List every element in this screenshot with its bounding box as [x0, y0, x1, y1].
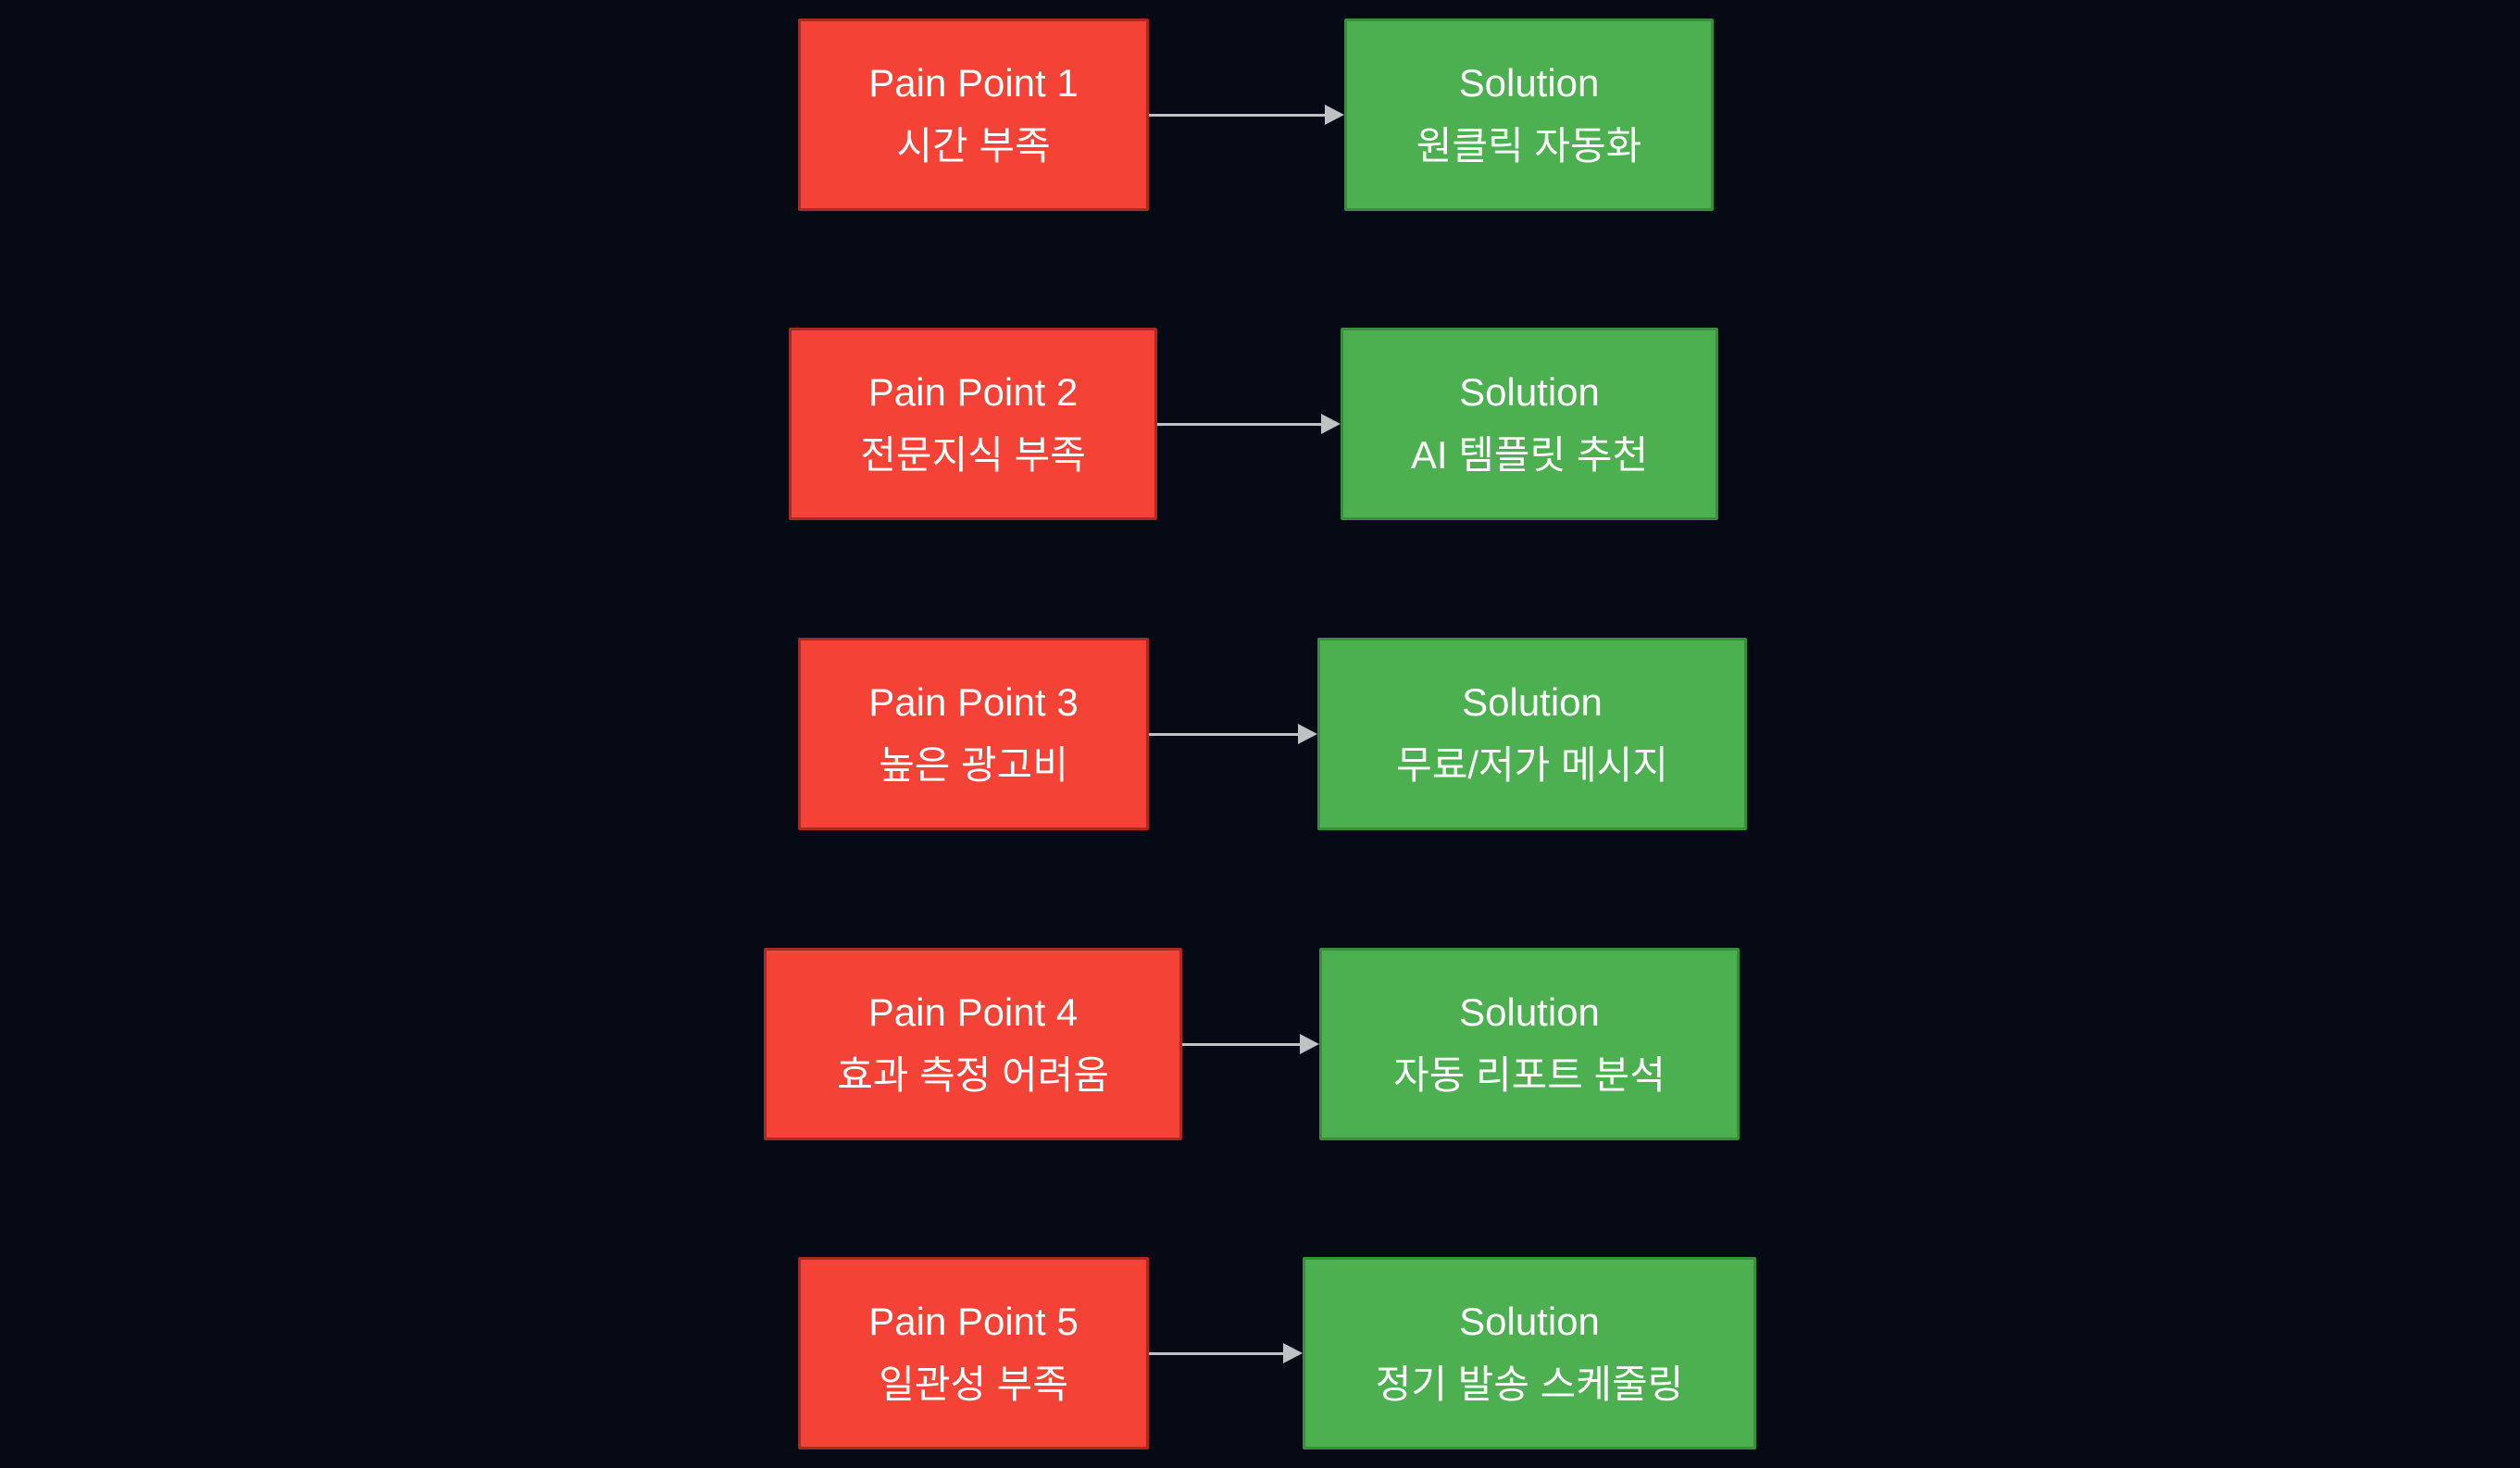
- arrow-shaft: [1157, 422, 1322, 426]
- solution-5-title: Solution: [1459, 1299, 1600, 1343]
- solution-2-node: Solution AI 템플릿 추천: [1341, 328, 1718, 520]
- pain-point-4-title: Pain Point 4: [867, 989, 1079, 1034]
- arrow-head: [1283, 1343, 1303, 1363]
- pain-point-5-title: Pain Point 5: [868, 1299, 1079, 1343]
- solution-5-text: 정기 발송 스케줄링: [1375, 1362, 1684, 1406]
- arrow-shaft: [1182, 1042, 1301, 1046]
- pain-point-5-node: Pain Point 5 일관성 부족: [798, 1257, 1149, 1449]
- pain-point-4-node: Pain Point 4 효과 측정 어려움: [764, 948, 1182, 1140]
- solution-4-node: Solution 자동 리포트 분석: [1319, 948, 1740, 1140]
- solution-1-title: Solution: [1458, 60, 1600, 105]
- pain-point-3-text: 높은 광고비: [879, 743, 1068, 787]
- solution-1-node: Solution 원클릭 자동화: [1344, 19, 1714, 211]
- pain-point-1-node: Pain Point 1 시간 부족: [798, 19, 1149, 211]
- arrow-head: [1325, 105, 1344, 125]
- arrow-icon: [1149, 1343, 1303, 1363]
- pain-point-1-text: 시간 부족: [896, 124, 1051, 168]
- arrow-shaft: [1149, 113, 1326, 117]
- arrow-head: [1321, 414, 1341, 434]
- arrow-head: [1300, 1034, 1319, 1054]
- arrow-shaft: [1149, 732, 1299, 736]
- arrow-icon: [1182, 1034, 1319, 1054]
- arrow-head: [1298, 724, 1317, 744]
- arrow-icon: [1149, 105, 1344, 125]
- pain-point-2-text: 전문지식 부족: [860, 433, 1086, 477]
- solution-2-text: AI 템플릿 추천: [1410, 433, 1649, 477]
- pain-point-3-title: Pain Point 3: [868, 679, 1079, 724]
- pain-point-3-node: Pain Point 3 높은 광고비: [798, 638, 1149, 830]
- solution-5-node: Solution 정기 발송 스케줄링: [1303, 1257, 1756, 1449]
- arrow-shaft: [1149, 1351, 1284, 1355]
- pain-point-5-text: 일관성 부족: [879, 1362, 1068, 1406]
- pain-point-2-title: Pain Point 2: [867, 369, 1079, 414]
- pain-point-4-text: 효과 측정 어려움: [837, 1053, 1109, 1097]
- solution-3-node: Solution 무료/저가 메시지: [1317, 638, 1747, 830]
- arrow-icon: [1157, 414, 1341, 434]
- solution-3-text: 무료/저가 메시지: [1396, 743, 1668, 787]
- arrow-icon: [1149, 724, 1317, 744]
- solution-4-text: 자동 리포트 분석: [1393, 1053, 1665, 1097]
- pain-point-1-title: Pain Point 1: [868, 60, 1079, 105]
- solution-2-title: Solution: [1459, 369, 1600, 414]
- pain-point-2-node: Pain Point 2 전문지식 부족: [789, 328, 1157, 520]
- solution-1-text: 원클릭 자동화: [1416, 124, 1642, 168]
- solution-3-title: Solution: [1462, 679, 1603, 724]
- solution-4-title: Solution: [1459, 989, 1600, 1034]
